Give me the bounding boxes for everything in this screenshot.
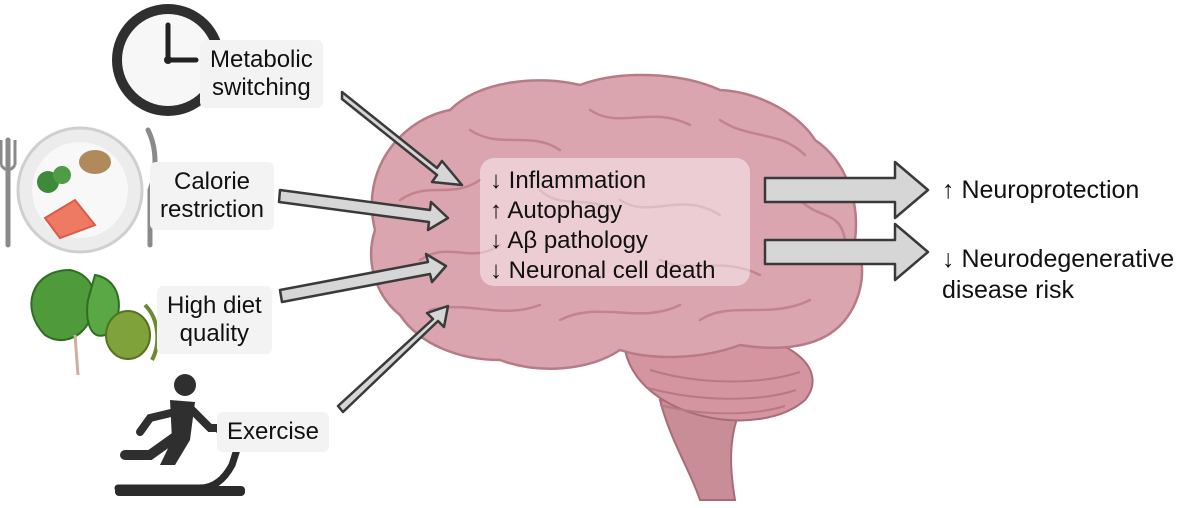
- vegetables-icon: [30, 268, 160, 376]
- factor-calorie-line1: Calorie: [174, 168, 251, 195]
- arrow-calorie: [277, 188, 450, 232]
- outcome-neuroprotection: ↑ Neuroprotection: [942, 175, 1139, 206]
- effect-autophagy: ↑ Autophagy: [490, 197, 623, 224]
- factor-diet-line1: High diet: [167, 292, 262, 319]
- brain-effects-list: ↓ Inflammation ↑ Autophagy ↓ Aβ patholog…: [490, 166, 715, 286]
- factor-label-calorie: Calorie restriction: [150, 162, 275, 230]
- factor-label-exercise: Exercise: [217, 412, 330, 452]
- arrow-risk: [763, 222, 930, 282]
- factor-label-metabolic: Metabolic switching: [200, 40, 323, 108]
- factor-metabolic-line2: switching: [212, 74, 311, 101]
- outcome-neuroprotection-line1: ↑ Neuroprotection: [942, 176, 1140, 204]
- outcome-risk-line1: ↓ Neurodegenerative: [942, 245, 1175, 273]
- plate-icon: [0, 126, 158, 254]
- effect-neuronal-death: ↓ Neuronal cell death: [490, 257, 716, 284]
- arrow-diet: [278, 252, 448, 304]
- factor-exercise-line1: Exercise: [227, 418, 320, 445]
- outcome-risk-line2: disease risk: [942, 276, 1074, 304]
- arrow-neuroprotection: [763, 160, 930, 220]
- factor-metabolic-line1: Metabolic: [210, 46, 313, 73]
- clock-icon: [112, 4, 224, 116]
- treadmill-runner-icon: [114, 374, 245, 496]
- arrow-metabolic: [340, 90, 464, 187]
- effect-inflammation: ↓ Inflammation: [490, 167, 647, 194]
- input-arrows: [277, 90, 464, 414]
- brain-icon: [369, 73, 864, 501]
- output-arrows: [763, 160, 930, 282]
- outcome-risk: ↓ Neurodegenerative disease risk: [942, 244, 1174, 306]
- arrow-exercise: [336, 304, 450, 414]
- factor-calorie-line2: restriction: [160, 196, 265, 223]
- factor-diet-line2: quality: [179, 320, 250, 347]
- effect-abeta: ↓ Aβ pathology: [490, 227, 648, 254]
- factor-label-diet: High diet quality: [157, 286, 272, 354]
